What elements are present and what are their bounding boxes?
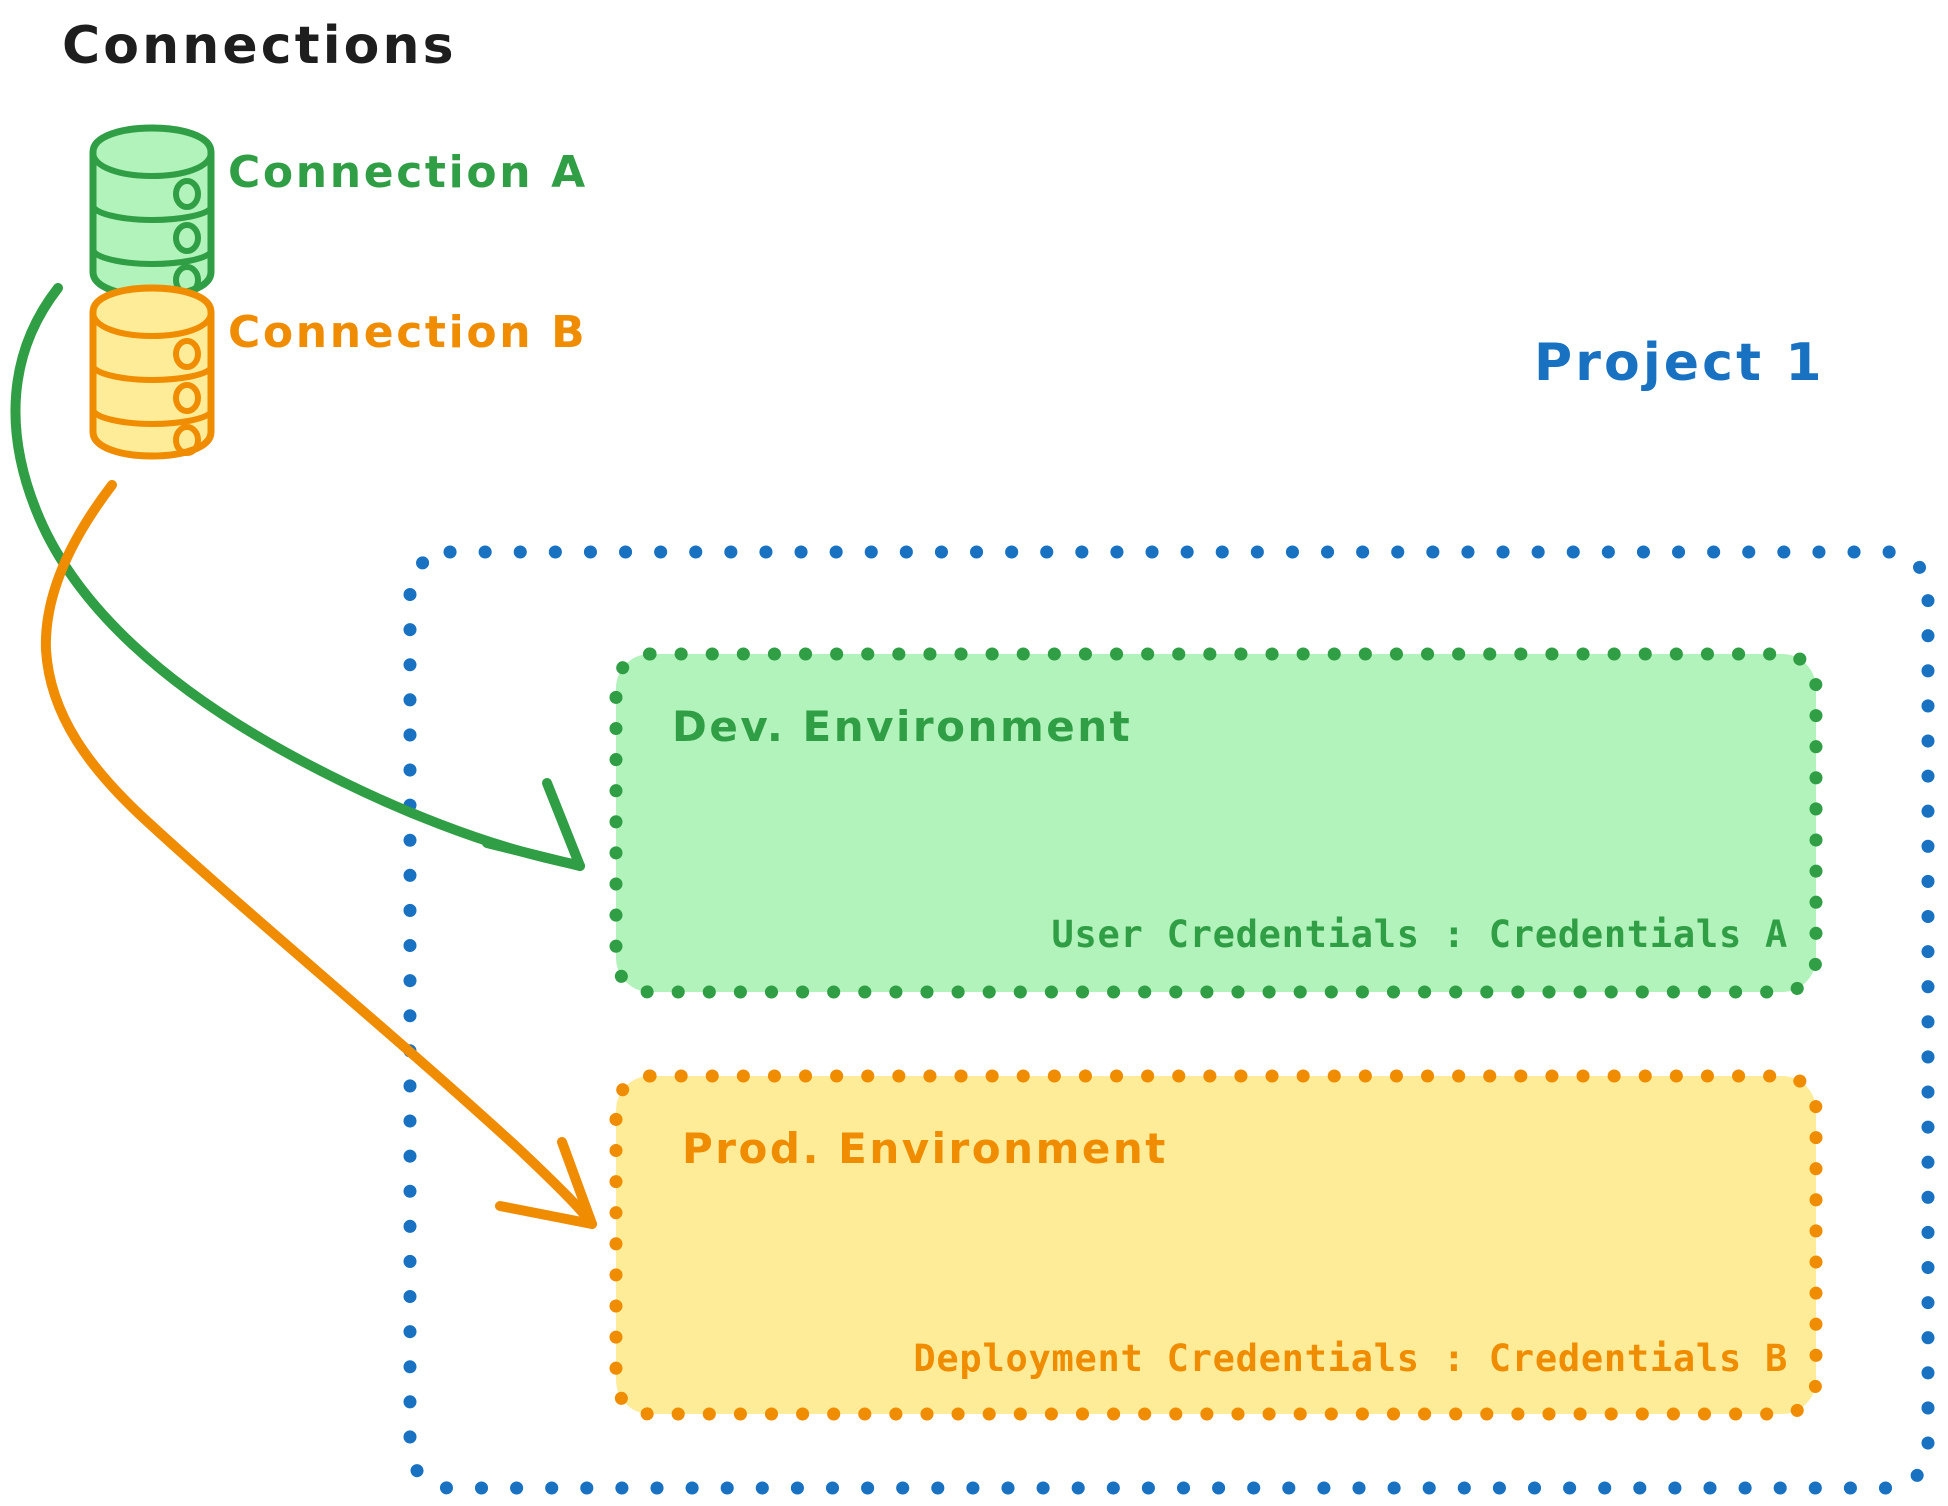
connection-b-label: Connection B [228,307,588,358]
dev-environment-title: Dev. Environment [672,702,1133,751]
arrow-connection-b-to-prod [40,480,597,1229]
prod-environment-box[interactable] [609,1069,1823,1421]
dev-environment-credentials: User Credentials : Credentials A [1051,913,1788,956]
arrow-connection-a-to-dev [10,283,585,871]
prod-environment-credentials: Deployment Credentials : Credentials B [913,1337,1788,1380]
prod-environment-title: Prod. Environment [682,1124,1168,1173]
project-1-boundary[interactable] [403,545,1935,1495]
page-title: Connections [62,16,457,76]
project-1-label: Project 1 [1534,333,1825,393]
database-cylinder-icon-connection-b[interactable] [89,284,215,460]
dev-environment-box[interactable] [609,647,1823,999]
connection-a-label: Connection A [228,147,588,198]
